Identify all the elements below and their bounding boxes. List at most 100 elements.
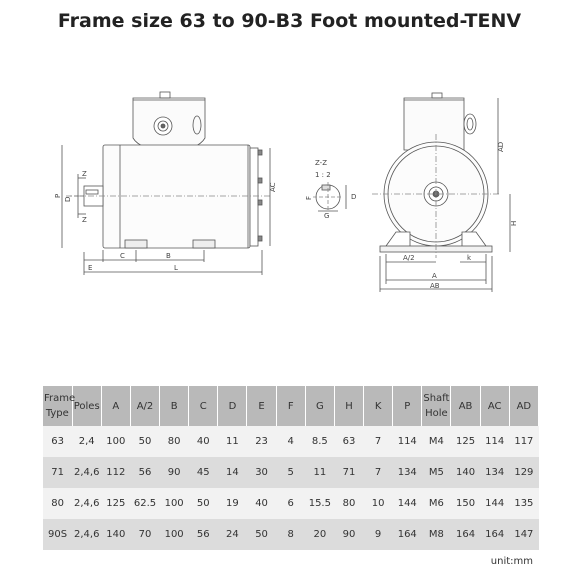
- table-cell: 80: [334, 488, 364, 519]
- table-cell: 45: [188, 457, 218, 488]
- table-cell: 19: [217, 488, 247, 519]
- table-cell: 7: [363, 426, 393, 457]
- column-header: AC: [480, 386, 510, 426]
- table-cell: 7: [363, 457, 393, 488]
- dim-label-h: H: [510, 221, 518, 226]
- column-header-text: Shaft: [423, 393, 450, 404]
- column-header: E: [246, 386, 277, 426]
- dim-label-ad: AD: [497, 142, 505, 152]
- table-cell: 114: [480, 426, 510, 457]
- side-view: [61, 91, 271, 275]
- column-header: F: [276, 386, 306, 426]
- table-cell: 62.5: [130, 488, 160, 519]
- table-cell: 11: [217, 426, 247, 457]
- table-cell: 2,4,6: [72, 488, 102, 519]
- column-header: P: [392, 386, 423, 426]
- motor-dimension-drawing: E C B L AC D P Z Z Z-Z 1 : 2 F D G AD H …: [54, 91, 518, 292]
- table-cell: 90S: [43, 519, 73, 550]
- table-cell: 8: [276, 519, 306, 550]
- table-cell: 100: [101, 426, 131, 457]
- table-cell: 40: [246, 488, 277, 519]
- table-cell: 134: [392, 457, 422, 488]
- table-cell: 140: [450, 457, 481, 488]
- table-cell: 4: [276, 426, 306, 457]
- table-cell: M5: [421, 457, 451, 488]
- table-cell: 150: [450, 488, 481, 519]
- dim-label-d: D: [64, 197, 72, 202]
- table-cell: 10: [363, 488, 393, 519]
- column-header: B: [159, 386, 190, 426]
- unit-note: unit:mm: [490, 556, 533, 567]
- table-cell: M4: [421, 426, 451, 457]
- column-header-text: P: [404, 400, 411, 412]
- dim-label-z-top: Z: [82, 170, 87, 178]
- table-cell: 125: [450, 426, 481, 457]
- table-cell: M6: [421, 488, 451, 519]
- column-header-text: F: [287, 400, 294, 412]
- table-cell: 90: [159, 457, 189, 488]
- table-cell: 8.5: [305, 426, 335, 457]
- table-cell: 15.5: [305, 488, 335, 519]
- page-title: Frame size 63 to 90-B3 Foot mounted-TENV: [57, 10, 522, 32]
- table-cell: 63: [334, 426, 364, 457]
- column-header-text: Frame: [44, 393, 76, 404]
- table-cell: 50: [188, 488, 218, 519]
- table-cell: 144: [480, 488, 510, 519]
- table-cell: 144: [392, 488, 422, 519]
- table-cell: 71: [43, 457, 73, 488]
- table-cell: 164: [480, 519, 510, 550]
- table-cell: 134: [480, 457, 510, 488]
- table-cell: 147: [509, 519, 539, 550]
- table-cell: 112: [101, 457, 131, 488]
- dim-label-ab: AB: [430, 282, 440, 290]
- dim-label-d-section: D: [351, 193, 356, 201]
- table-cell: 40: [188, 426, 218, 457]
- column-header: H: [334, 386, 365, 426]
- table-cell: 117: [509, 426, 539, 457]
- table-cell: 56: [188, 519, 218, 550]
- column-header: K: [363, 386, 394, 426]
- dim-label-a2: A/2: [403, 254, 415, 262]
- column-header-text: A: [112, 400, 120, 412]
- table-cell: 125: [101, 488, 131, 519]
- section-label: Z-Z: [315, 159, 327, 167]
- section-scale: 1 : 2: [315, 171, 331, 179]
- table-cell: 100: [159, 488, 189, 519]
- column-header: AD: [509, 386, 540, 426]
- table-cell: 20: [305, 519, 335, 550]
- column-header-text: E: [258, 400, 265, 412]
- column-header-text: Poles: [73, 400, 100, 412]
- table-cell: 23: [246, 426, 277, 457]
- table-cell: 114: [392, 426, 422, 457]
- table-cell: 24: [217, 519, 247, 550]
- column-header-text: A/2: [136, 400, 154, 412]
- table-cell: 90: [334, 519, 364, 550]
- column-header: Poles: [72, 386, 102, 426]
- dim-label-b: B: [166, 252, 171, 260]
- table-cell: 11: [305, 457, 335, 488]
- column-header-text: AD: [516, 400, 532, 412]
- column-header: A/2: [130, 386, 161, 426]
- column-header-text: AC: [487, 400, 502, 412]
- table-cell: 140: [101, 519, 131, 550]
- table-cell: 50: [246, 519, 277, 550]
- dim-label-p: P: [54, 194, 62, 198]
- column-header: C: [188, 386, 219, 426]
- table-cell: 63: [43, 426, 73, 457]
- dim-label-ac: AC: [269, 182, 277, 192]
- front-view: [372, 92, 511, 292]
- table-cell: 129: [509, 457, 539, 488]
- table-cell: 56: [130, 457, 160, 488]
- column-header: AB: [450, 386, 481, 426]
- dim-label-z-bottom: Z: [82, 216, 87, 224]
- column-header-text: G: [315, 400, 324, 412]
- table-cell: 9: [363, 519, 393, 550]
- column-header-text: C: [199, 400, 207, 412]
